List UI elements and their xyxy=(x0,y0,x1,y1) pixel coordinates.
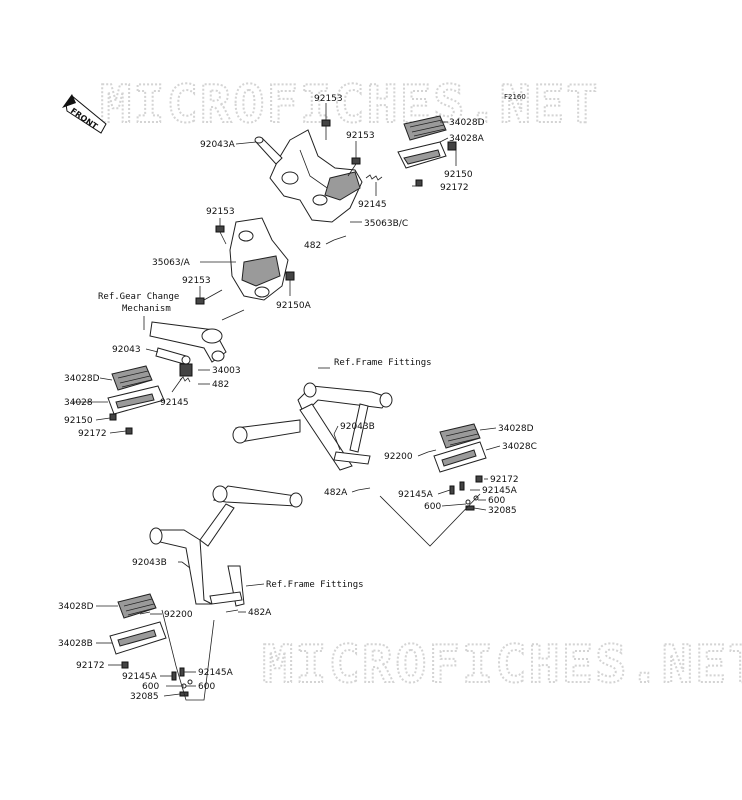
pin-32085-right xyxy=(465,505,475,511)
callout-482: 482 xyxy=(304,241,321,251)
callout-92153: 92153 xyxy=(314,94,343,104)
reference-notes: Ref.Gear Change Mechanism Ref.Frame Fitt… xyxy=(98,292,432,590)
leader-left-bracket xyxy=(161,609,215,701)
callout-92145A: 92145A xyxy=(482,486,518,496)
ref-gear-change-line1: Ref.Gear Change xyxy=(98,292,179,302)
footpeg-34028D-right xyxy=(439,423,481,449)
ref-gear-change-line2: Mechanism xyxy=(122,304,171,314)
callout-600: 600 xyxy=(424,502,441,512)
callout-35063BC: 35063B/C xyxy=(364,219,408,229)
footpeg-34028D-top xyxy=(403,115,447,141)
callout-labels: 92153 92043A 92153 34028D 34028A 92150 9… xyxy=(58,94,537,702)
callout-600: 600 xyxy=(142,682,159,692)
callout-92150A: 92150A xyxy=(276,301,312,311)
callout-482A: 482A xyxy=(324,488,348,498)
right-footrest-bracket xyxy=(269,129,363,223)
footpeg-34028D-left xyxy=(111,365,153,391)
bolt-92200-right xyxy=(427,449,437,453)
pin-92150-left xyxy=(109,413,117,421)
callout-35063A: 35063/A xyxy=(152,258,191,268)
bolt-92153-left-top xyxy=(215,225,227,245)
left-passenger-frame xyxy=(149,485,303,607)
callout-92172: 92172 xyxy=(440,183,469,193)
callout-92153: 92153 xyxy=(206,207,235,217)
callout-34028B: 34028B xyxy=(58,639,93,649)
pin-482A-right xyxy=(357,487,371,491)
callout-34028D: 34028D xyxy=(58,602,94,612)
footpeg-34028C xyxy=(433,441,487,473)
footpeg-34028A xyxy=(397,141,447,169)
callout-92145: 92145 xyxy=(358,200,387,210)
bolt-92200-left xyxy=(139,611,151,615)
washers-600-left xyxy=(181,679,193,689)
callout-92172: 92172 xyxy=(76,661,105,671)
peg-92043 xyxy=(155,347,191,365)
watermark-top: MICROFICHES.NET xyxy=(100,75,600,135)
left-footrest-bracket xyxy=(229,217,289,301)
callout-482: 482 xyxy=(212,380,229,390)
callout-92150: 92150 xyxy=(64,416,93,426)
ref-frame-fittings: Ref.Frame Fittings xyxy=(334,358,432,368)
right-passenger-frame xyxy=(232,382,393,471)
bolt-92150A xyxy=(285,271,295,281)
callout-482A: 482A xyxy=(248,608,272,618)
callout-92172: 92172 xyxy=(78,429,107,439)
callout-92145: 92145 xyxy=(160,398,189,408)
callout-34003: 34003 xyxy=(212,366,241,376)
springs-92145A-right xyxy=(449,481,465,495)
figure-code: F2160 xyxy=(504,93,526,101)
callout-92145A: 92145A xyxy=(398,490,434,500)
pin-482-top xyxy=(333,235,347,241)
callout-34028A: 34028A xyxy=(449,134,485,144)
callout-92145A: 92145A xyxy=(198,668,234,678)
callout-32085: 32085 xyxy=(488,506,517,516)
callout-92172: 92172 xyxy=(490,475,519,485)
callout-92043A: 92043A xyxy=(200,140,236,150)
shift-lever xyxy=(149,321,227,363)
callout-34028C: 34028C xyxy=(502,442,537,452)
leader-lines xyxy=(72,103,501,697)
bolt-92172-right xyxy=(475,475,483,483)
callout-92043B: 92043B xyxy=(132,558,167,568)
callout-600: 600 xyxy=(488,496,505,506)
callout-92150: 92150 xyxy=(444,170,473,180)
callout-92200: 92200 xyxy=(384,452,413,462)
bolt-92172-left xyxy=(125,427,133,435)
callout-92153: 92153 xyxy=(346,131,375,141)
peg-92043B-left xyxy=(181,561,191,569)
peg-92043A xyxy=(254,136,283,165)
callout-34028D: 34028D xyxy=(498,424,534,434)
footpeg-34028-left xyxy=(107,385,165,415)
callout-32085: 32085 xyxy=(130,692,159,702)
bolt-92172-top xyxy=(415,179,423,187)
footpeg-34028B xyxy=(109,621,167,655)
leader-right-bracket xyxy=(379,493,481,547)
bolt-92172-bottom xyxy=(121,661,129,669)
spring-92145-top xyxy=(365,174,383,181)
callout-92153: 92153 xyxy=(182,276,211,286)
spring-92145-left xyxy=(179,376,191,383)
pin-482A-left xyxy=(225,609,239,613)
callout-34028D: 34028D xyxy=(449,118,485,128)
pin-92150-top xyxy=(447,141,457,151)
callout-92043: 92043 xyxy=(112,345,141,355)
callout-600: 600 xyxy=(198,682,215,692)
footpeg-34028D-bottom xyxy=(117,593,157,619)
watermark-bottom: MICROFICHES.NET xyxy=(262,635,742,695)
callout-34028D: 34028D xyxy=(64,374,100,384)
pivot-34003 xyxy=(179,363,193,377)
peg-92043B-right xyxy=(333,433,341,451)
ref-frame-fittings: Ref.Frame Fittings xyxy=(266,580,364,590)
callout-92200: 92200 xyxy=(164,610,193,620)
callout-92145A: 92145A xyxy=(122,672,158,682)
callout-34028: 34028 xyxy=(64,398,93,408)
callout-92043B: 92043B xyxy=(340,422,375,432)
